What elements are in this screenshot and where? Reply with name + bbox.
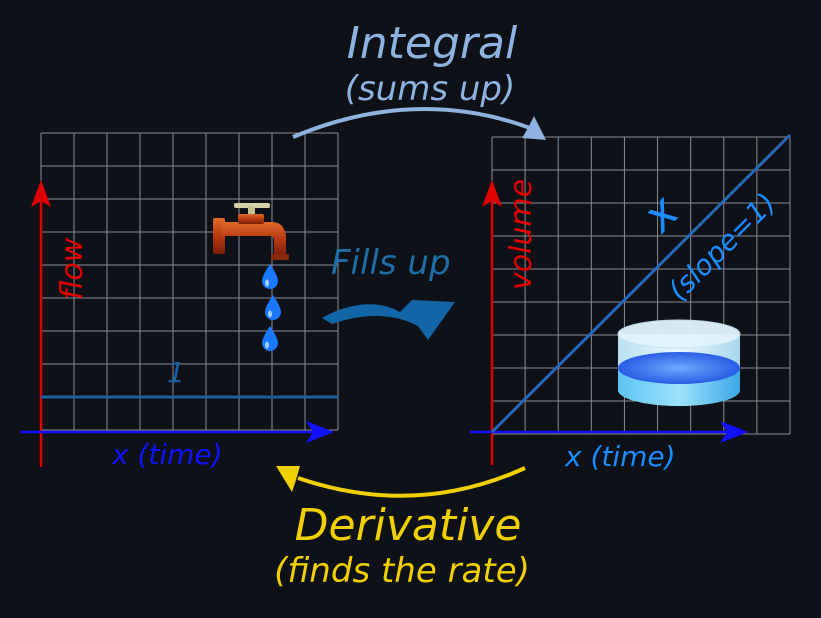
derivative-arrowhead bbox=[276, 466, 300, 492]
integral-arrow bbox=[292, 107, 531, 139]
right-x-label: x (time) bbox=[564, 440, 676, 473]
left-line-label: 1 bbox=[167, 356, 185, 389]
derivative-subtitle: (finds the rate) bbox=[274, 551, 530, 591]
derivative-title: Derivative bbox=[295, 500, 522, 551]
left-graph: 1 flow x (time) bbox=[20, 132, 339, 471]
left-x-label: x (time) bbox=[111, 438, 223, 471]
derivative-arrow bbox=[297, 466, 526, 498]
swoosh-arrow-icon bbox=[322, 300, 455, 340]
left-y-label: flow bbox=[55, 237, 90, 300]
left-y-axis-arrow bbox=[31, 180, 51, 207]
faucet-icon bbox=[213, 203, 289, 260]
water-container-icon bbox=[617, 319, 741, 406]
left-x-axis-arrow bbox=[306, 421, 334, 443]
right-slope-line bbox=[490, 133, 792, 434]
right-y-label: volume bbox=[504, 179, 539, 290]
water-drops-icon bbox=[262, 264, 281, 351]
right-line-label: x bbox=[630, 184, 689, 243]
integral-arrowhead bbox=[522, 116, 546, 140]
fills-up-label: Fills up bbox=[331, 243, 451, 283]
left-grid bbox=[40, 132, 339, 431]
right-x-axis-arrow bbox=[720, 421, 748, 443]
integral-title: Integral bbox=[347, 18, 518, 69]
right-graph: volume x (time) x (slope=1) bbox=[470, 133, 792, 473]
right-y-axis-arrow bbox=[482, 180, 502, 207]
integral-subtitle: (sums up) bbox=[345, 69, 516, 109]
